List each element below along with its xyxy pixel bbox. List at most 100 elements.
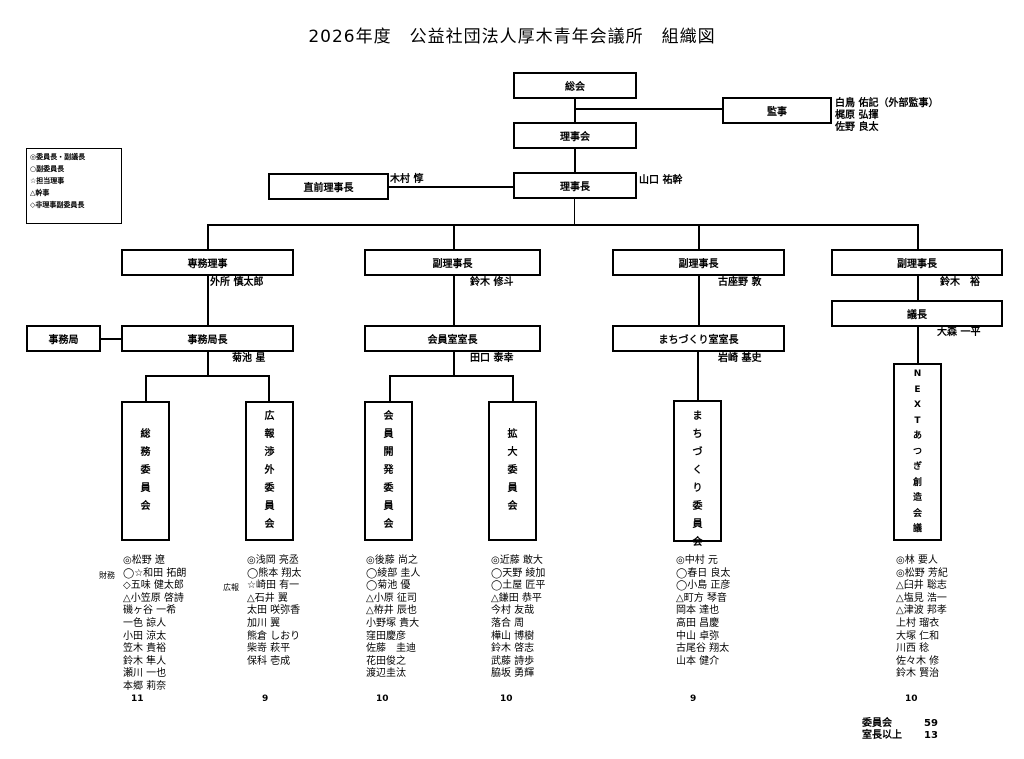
committee-label-char: ち (692, 429, 703, 440)
committee-label-char: 会 (507, 501, 518, 512)
member-name: △小原 征司 (366, 592, 417, 604)
member-name: △小笠原 啓詩 (123, 592, 184, 604)
auditor-name: 佐野 良太 (835, 122, 879, 133)
member-count: 9 (262, 694, 269, 704)
auditor-box: 監事 (722, 97, 832, 124)
member-name: 小野塚 貴大 (366, 617, 420, 629)
box-label: まちづくり室室長 (658, 335, 739, 346)
committee-label-char: 員 (507, 483, 518, 494)
member-name: ◎近藤 敢大 (491, 555, 543, 566)
committee-label-char: ぎ (912, 462, 922, 472)
member-name: 小田 涼太 (123, 630, 167, 642)
committee-label-char: 創 (912, 477, 922, 488)
committee-label-char: N (913, 369, 922, 379)
total-label: 室長以上 (862, 730, 902, 741)
connector (453, 351, 455, 376)
totals: 委員会 59 室長以上 13 (862, 718, 938, 742)
box-label: 直前理事長 (303, 183, 354, 194)
member-name: ◯熊本 翔太 (247, 567, 302, 579)
total-row: 室長以上 13 (862, 730, 938, 742)
member-name: 瀬川 一也 (123, 668, 167, 680)
member-name: 保科 壱成 (247, 655, 291, 667)
sub-name: 大森 一平 (937, 327, 981, 338)
auditor-name: 白鳥 佑記（外部監事） (835, 98, 939, 109)
branch-box: 副理事長 (364, 249, 541, 276)
committee-label-char: り (692, 483, 703, 494)
member-name: 熊倉 しおり (247, 630, 301, 642)
member-role-label: 広報 (223, 583, 239, 593)
connector (698, 224, 700, 250)
member-list: ◎後藤 尚之◯綾部 圭人◯菊池 優△小原 征司△栫井 辰也小野塚 貴大窪田慶彦佐… (366, 555, 420, 681)
member-name: △塩見 浩一 (896, 592, 947, 604)
member-count: 9 (690, 694, 697, 704)
connector (207, 351, 209, 376)
committee-label-char: 員 (383, 501, 394, 512)
connector (207, 276, 209, 326)
branch-name: 鈴木 裕 (940, 277, 980, 288)
connector (574, 98, 576, 122)
committee-label-char: 会 (264, 519, 275, 530)
member-name: ◯天野 綾加 (491, 567, 546, 579)
sub-box: 会員室室長 (364, 325, 541, 352)
member-name: 渡辺圭汰 (366, 668, 406, 680)
branch-name: 古座野 敦 (718, 277, 762, 288)
sub-box: まちづくり室室長 (612, 325, 785, 352)
committee-label-char: 委 (264, 483, 275, 494)
committee-label-char: 員 (383, 429, 394, 440)
committee-label-char: 渉 (264, 447, 275, 458)
connector (574, 108, 724, 110)
member-name: ◎松野 芳紀 (896, 567, 948, 579)
committee-label-char: 委 (692, 501, 703, 512)
member-name: 鈴木 賢治 (896, 668, 940, 680)
committee-label-char: E (914, 384, 921, 395)
member-name: 花田俊之 (366, 655, 406, 667)
committee-label-char: 拡 (507, 429, 518, 440)
member-name: ◯小島 正彦 (676, 580, 731, 592)
member-name: 加川 翼 (247, 617, 281, 629)
member-name: 今村 友哉 (491, 605, 535, 617)
member-list: ◎林 要人◎松野 芳紀△臼井 聡志△塩見 浩一△津波 邦孝上村 瑠衣大塚 仁和川… (896, 555, 948, 681)
committee-box: 広報渉外委員会 (245, 401, 294, 541)
member-count: 10 (905, 694, 918, 704)
committee-label-char: 会 (140, 501, 151, 512)
box-label: 理事会 (560, 132, 590, 143)
connector (388, 186, 514, 188)
legend-item: ○副委員長 (30, 165, 65, 173)
member-name: 上村 瑠衣 (896, 617, 940, 629)
member-name: ◇五味 健太郎 (123, 580, 184, 592)
branch-box: 副理事長 (831, 249, 1003, 276)
legend-item: ◇非理事副委員長 (30, 201, 85, 209)
member-name: ◯春日 良太 (676, 567, 731, 579)
committee-label-char: 委 (140, 465, 151, 476)
committee-label-char: 造 (912, 493, 922, 503)
member-count: 10 (500, 694, 513, 704)
member-name: 一色 諒人 (123, 617, 167, 629)
committee-label-char: 委 (383, 483, 394, 494)
box-label: 副理事長 (678, 259, 719, 270)
member-name: 磯ヶ谷 一希 (123, 605, 177, 617)
connector (389, 375, 513, 377)
committee-label-char: あ (912, 431, 922, 441)
total-value: 59 (924, 718, 938, 729)
committee-label-char: 外 (264, 465, 275, 476)
member-name: 佐々木 修 (896, 655, 940, 667)
box-label: 監事 (767, 107, 787, 118)
member-name: 柴嵜 萩平 (247, 643, 291, 655)
member-name: 大塚 仁和 (896, 630, 940, 642)
president-box: 理事長 (513, 172, 637, 199)
legend-item: ☆担当理事 (30, 177, 65, 185)
member-name: 鈴木 啓志 (491, 643, 535, 655)
committee-label-char: つ (912, 446, 922, 457)
committee-label-char: 開 (383, 447, 394, 458)
connector (389, 375, 391, 402)
connector (697, 351, 699, 401)
member-count: 11 (131, 694, 144, 704)
committee-label-char: 委 (507, 465, 518, 476)
committee-label-char: く (692, 465, 703, 476)
chart-title: 2026年度 公益社団法人厚木青年会議所 組織図 (308, 27, 716, 47)
committee-label-char: 大 (507, 447, 518, 458)
committee-label-char: 務 (140, 447, 151, 458)
member-list: ◎浅岡 亮丞◯熊本 翔太☆崎田 有一広報△石井 翼太田 咲弥香加川 翼熊倉 しお… (223, 555, 302, 668)
board-box: 理事会 (513, 122, 637, 149)
member-name: △津波 邦孝 (896, 605, 947, 617)
